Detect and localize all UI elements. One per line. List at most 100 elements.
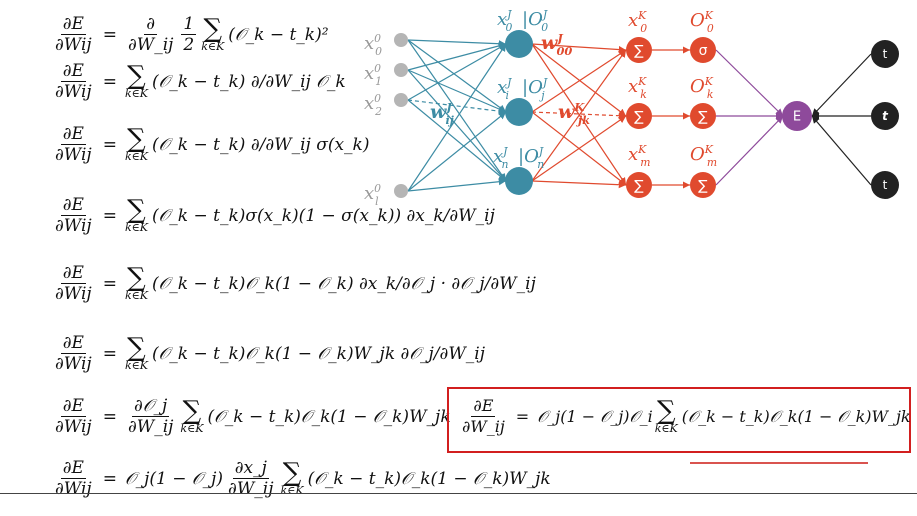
input-node: [394, 184, 408, 198]
output-o-label-0-sub: 0: [707, 22, 714, 35]
hidden-label-n-sup: J: [501, 145, 508, 158]
lhs-fraction: ∂E∂W_ij: [460, 396, 507, 437]
output-o-label-m-sub: m: [707, 156, 717, 169]
rhs-fraction-den: ∂W_ij: [228, 479, 274, 499]
output-activation-node-label: ∑: [698, 178, 708, 194]
equation-row: ∂E∂Wij=𝒪_j(1 − 𝒪_j)∂x_j∂W_ij∑k∈K(𝒪_k − t…: [50, 458, 551, 499]
input-hidden-edge: [407, 43, 507, 101]
output-o-label-k-sub: k: [707, 88, 714, 101]
output-activation-node: [690, 172, 716, 198]
input-hidden-edge: [407, 99, 507, 182]
equation-row: ∂E∂Wij=∂𝒪_j∂W_ij∑k∈K(𝒪_k − t_k)𝒪_k(1 − 𝒪…: [50, 396, 451, 437]
rhs-fraction: ∂x_j∂W_ij: [226, 458, 275, 499]
lhs-fraction: ∂E∂Wij: [53, 14, 94, 55]
highlighted-equation: ∂E∂W_ij=𝒪_j(1 − 𝒪_j)𝒪_i∑k∈K(𝒪_k − t_k)𝒪_…: [457, 396, 911, 437]
equation-row: ∂E∂Wij=∑k∈K(𝒪_k − t_k)σ(x_k)(1 − σ(x_k))…: [50, 195, 495, 236]
sum-subscript: k∈K: [180, 421, 204, 435]
summation: ∑k∈K: [125, 123, 148, 163]
summation: ∑k∈K: [180, 398, 204, 435]
input-label-0-sub: 0: [375, 45, 382, 58]
equation-body: (𝒪_k − t_k)σ(x_k)(1 − σ(x_k)) ∂x_k/∂W_ij: [151, 205, 495, 226]
lhs-fraction-num: ∂E: [60, 124, 86, 145]
sum-subscript: k∈K: [124, 86, 148, 100]
hidden-output-edge: [531, 115, 627, 182]
target-node-label: t: [882, 109, 889, 123]
rhs-fraction-den: ∂W_ij: [127, 417, 174, 437]
summation: ∑k∈K: [655, 395, 678, 435]
rhs-prefix: 𝒪_j(1 − 𝒪_j)𝒪_i: [537, 406, 653, 426]
sum-sign: ∑: [127, 262, 146, 293]
input-node: [394, 93, 408, 107]
rhs-fraction-num: ∂: [144, 14, 158, 35]
hidden-label-i-sub: i: [506, 89, 509, 102]
equation-row: ∂E∂Wij=∑k∈K(𝒪_k − t_k) ∂/∂W_ij σ(x_k): [50, 124, 370, 165]
rhs-fraction-num: ∂x_j: [232, 458, 269, 479]
summation: ∑k∈K: [125, 262, 148, 302]
input-node: [394, 63, 408, 77]
lhs-fraction-den: ∂W_ij: [462, 417, 505, 436]
input-label-l-sup: 0: [374, 182, 381, 195]
rhs-fraction-den: ∂W_ij: [127, 35, 174, 55]
hidden-output-edge: [531, 43, 627, 54]
output-sum-node: [626, 103, 652, 129]
rhs-fraction: ∂∂W_ij: [126, 14, 175, 55]
input-node: [394, 33, 408, 47]
hidden-label-0-o-sub: 0: [541, 21, 548, 34]
input-hidden-edge: [407, 42, 507, 71]
target-error-edge: [811, 53, 872, 117]
lhs-fraction: ∂E∂Wij: [53, 458, 94, 499]
weight-jk-label-sup: K: [573, 100, 585, 114]
output-sum-node-label: ∑: [634, 43, 644, 59]
equation-row: ∂E∂Wij = ∑k∈K(𝒪_k − t_k) ∂/∂W_ij 𝒪_k: [50, 61, 346, 102]
output-sum-node-label: ∑: [634, 178, 644, 194]
lhs-fraction-num: ∂E: [60, 333, 86, 354]
lhs-fraction: ∂E∂Wij: [53, 61, 94, 102]
equation-body: (𝒪_k − t_k) ∂/∂W_ij 𝒪_k: [151, 71, 346, 92]
weight-00-label-sub: 00: [556, 44, 572, 58]
output-x-label-0-sub: 0: [640, 22, 647, 35]
sum-sign: ∑: [656, 395, 676, 426]
lhs-fraction-den: ∂Wij: [55, 216, 92, 236]
target-node-label: t: [883, 178, 888, 192]
error-node-label: E: [793, 110, 801, 125]
rhs-fraction-num: ∂𝒪_j: [132, 396, 170, 417]
equation-body: (𝒪_k − t_k)𝒪_k(1 − 𝒪_k) ∂x_k/∂𝒪_j · ∂𝒪_j…: [151, 273, 536, 294]
hidden-label-i-o-sup: J: [541, 76, 548, 89]
equals-sign: =: [102, 71, 117, 92]
activation-error-edge: [715, 115, 784, 186]
input-hidden-edge: [407, 39, 507, 48]
target-error-edge: [811, 115, 872, 186]
summation: ∑k∈K: [201, 13, 224, 53]
sum-sign: ∑: [203, 13, 223, 44]
equals-sign: =: [515, 407, 530, 426]
input-hidden-edge: [407, 39, 507, 113]
lhs-fraction-den: ∂Wij: [55, 479, 92, 499]
lhs-fraction: ∂E∂Wij: [53, 124, 94, 165]
output-x-label-m-sub: m: [640, 156, 650, 169]
sum-subscript: k∈K: [124, 358, 148, 372]
target-node: [871, 102, 899, 130]
equation-body: (𝒪_k − t_k)𝒪_k(1 − 𝒪_k)W_jk ∂𝒪_j/∂W_ij: [151, 343, 486, 364]
weight-ij-label-sup: J: [444, 100, 452, 114]
sum-sign: ∑: [127, 123, 146, 154]
input-label-2-sup: 0: [374, 92, 381, 105]
lhs-fraction-den: ∂Wij: [55, 145, 92, 165]
lhs-fraction: ∂E∂Wij: [53, 263, 94, 304]
coefficient-fraction-den: 2: [183, 35, 195, 55]
sum-sign: ∑: [127, 60, 146, 91]
summation: ∑k∈K: [124, 335, 148, 372]
input-label-0-sup: 0: [374, 32, 381, 45]
equals-sign: =: [102, 343, 117, 364]
lhs-fraction-num: ∂E: [471, 396, 496, 417]
hidden-label-n-sub: n: [502, 158, 509, 171]
